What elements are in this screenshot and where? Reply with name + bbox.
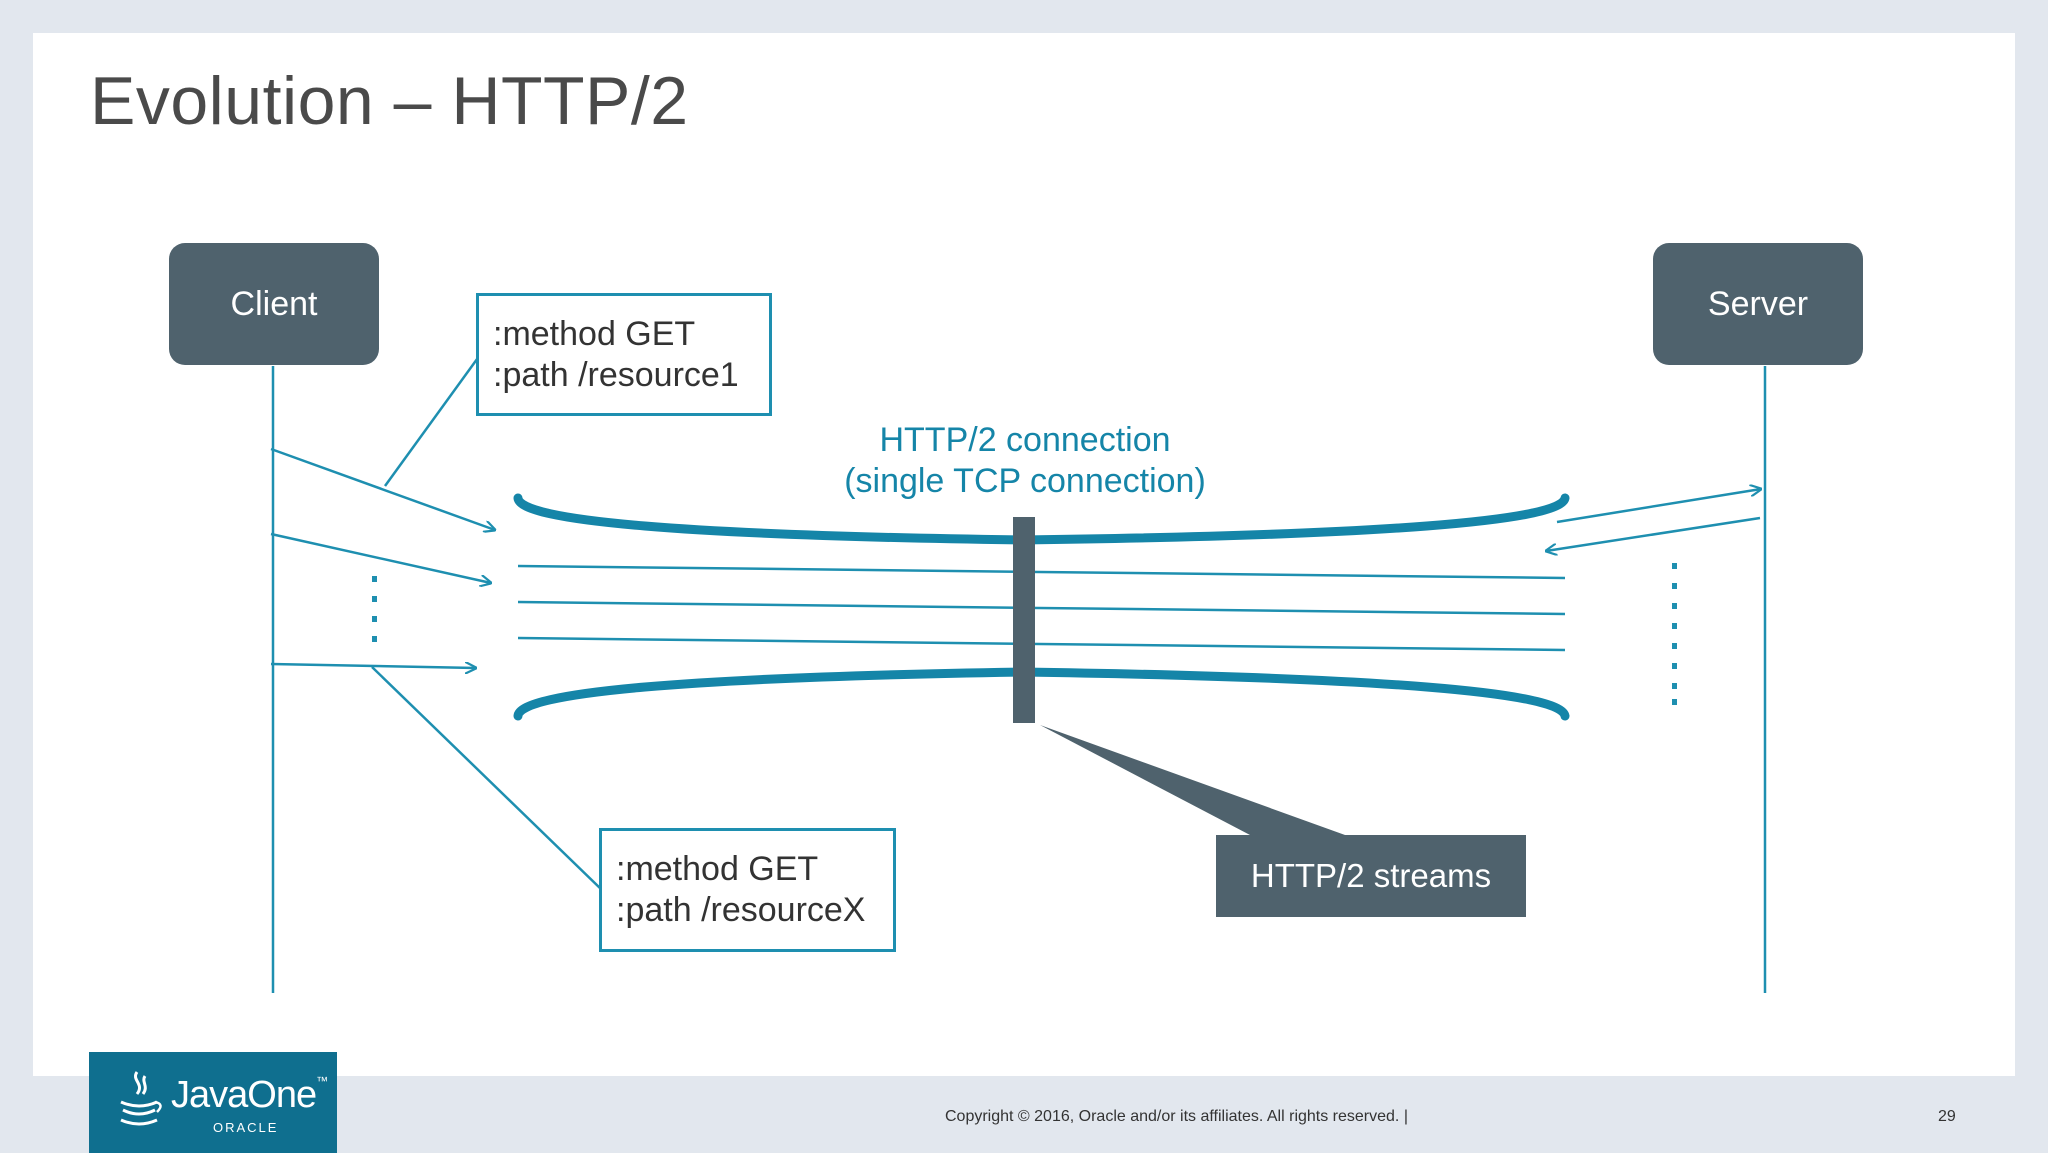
connection-label-line2: (single TCP connection) xyxy=(844,462,1206,500)
callout-line-first xyxy=(383,354,482,487)
request-arrow-2 xyxy=(270,532,491,583)
request-last-method: :method GET xyxy=(616,850,819,888)
connection-label-line1: HTTP/2 connection xyxy=(879,421,1171,459)
request-first-path: :path /resource1 xyxy=(493,356,739,394)
response-arrow-1 xyxy=(1556,489,1761,524)
logo-brand-text: JavaOne xyxy=(171,1074,317,1116)
streams-pointer xyxy=(1040,725,1345,835)
request-box-last: :method GET :path /resourceX xyxy=(599,828,896,952)
streams-label-box: HTTP/2 streams xyxy=(1216,835,1526,917)
request-arrow-1 xyxy=(270,447,495,530)
request-box-first: :method GET :path /resource1 xyxy=(476,293,772,416)
response-arrow-2 xyxy=(1546,516,1761,551)
connection-bottom-curve xyxy=(513,667,1570,721)
connection-top-curve xyxy=(513,493,1570,545)
server-ellipsis xyxy=(1672,563,1677,705)
streams-label: HTTP/2 streams xyxy=(1250,857,1492,894)
page-number: 29 xyxy=(1938,1108,1956,1125)
logo-brand: JavaOne™ xyxy=(171,1074,328,1117)
stream-slice-bar xyxy=(1013,517,1035,723)
callout-line-last xyxy=(371,666,603,891)
stream-line-2 xyxy=(517,600,1566,616)
client-label: Client xyxy=(230,284,318,323)
slide-title: Evolution – HTTP/2 xyxy=(90,63,689,139)
stream-line-3 xyxy=(517,636,1566,652)
copyright-text: Copyright © 2016, Oracle and/or its affi… xyxy=(945,1108,1408,1125)
server-label: Server xyxy=(1707,284,1809,323)
request-arrow-3 xyxy=(270,664,476,668)
logo-trademark: ™ xyxy=(316,1074,328,1088)
server-node: Server xyxy=(1653,243,1863,365)
request-last-path: :path /resourceX xyxy=(616,891,866,929)
stream-line-1 xyxy=(517,564,1566,580)
logo-sub-brand: ORACLE xyxy=(213,1120,279,1135)
client-node: Client xyxy=(169,243,379,365)
client-ellipsis xyxy=(372,576,377,642)
java-cup-icon xyxy=(120,1071,162,1126)
javaone-logo: JavaOne™ ORACLE xyxy=(89,1052,337,1153)
request-first-method: :method GET xyxy=(493,315,696,353)
connection-label: HTTP/2 connection (single TCP connection… xyxy=(800,420,1250,502)
